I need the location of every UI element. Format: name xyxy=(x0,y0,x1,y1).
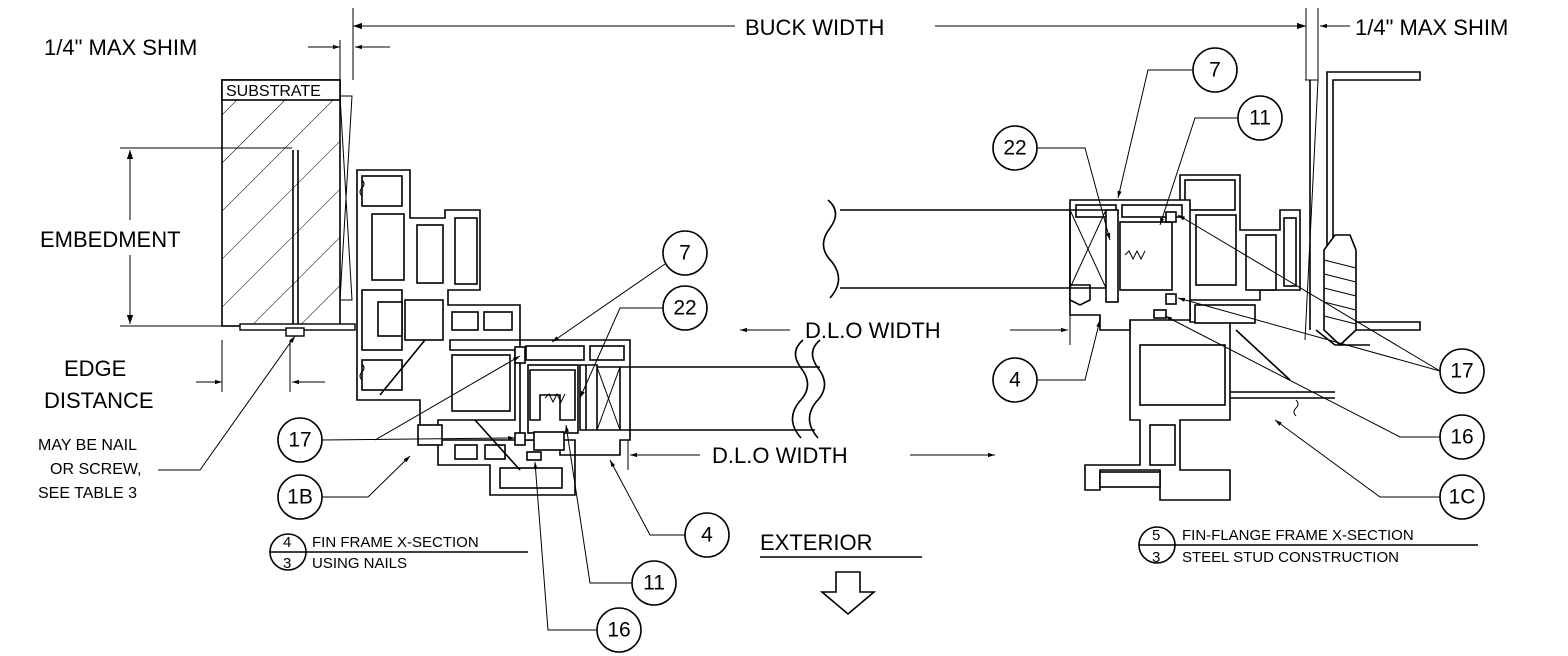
nail-note: MAY BE NAIL OR SCREW, SEE TABLE 3 xyxy=(38,335,296,502)
right-steel-stud xyxy=(1304,71,1421,347)
edge-label: EDGE xyxy=(64,356,126,381)
svg-text:7: 7 xyxy=(679,242,691,265)
svg-text:22: 22 xyxy=(673,297,696,320)
callout-4-left: 4 xyxy=(609,459,730,558)
callout-17-left: 17 xyxy=(277,355,521,463)
callout-1c-right: 1C xyxy=(1274,419,1485,520)
max-shim-left-dimension: 1/4" MAX SHIM xyxy=(44,35,390,90)
left-title-line2: USING NAILS xyxy=(312,555,407,572)
buck-width-label: BUCK WIDTH xyxy=(745,15,884,40)
edge-distance-dimension: EDGE DISTANCE xyxy=(44,340,325,413)
svg-text:17: 17 xyxy=(1450,360,1473,383)
left-frame-profile xyxy=(356,169,631,496)
callout-22-left: 22 xyxy=(579,285,708,399)
right-sheet-number: 3 xyxy=(1152,549,1160,566)
svg-text:11: 11 xyxy=(1249,107,1271,130)
right-glazing-unit xyxy=(822,199,1107,299)
buck-width-dimension: BUCK WIDTH xyxy=(352,8,1307,80)
max-shim-left-label: 1/4" MAX SHIM xyxy=(44,35,197,60)
exterior-label: EXTERIOR xyxy=(760,530,872,555)
dlo-upper-dimension: D.L.O WIDTH xyxy=(740,315,1071,345)
svg-text:1C: 1C xyxy=(1449,486,1476,509)
callout-17-right: 17 xyxy=(1177,214,1485,394)
max-shim-right-dimension: 1/4" MAX SHIM xyxy=(1280,8,1508,80)
right-detail-number: 5 xyxy=(1152,527,1160,544)
left-detail-number: 4 xyxy=(283,534,291,551)
svg-text:7: 7 xyxy=(1209,59,1221,82)
left-sheet-number: 3 xyxy=(283,555,291,572)
right-callouts: 7 22 11 4 17 16 1C xyxy=(992,47,1485,520)
svg-text:11: 11 xyxy=(643,572,665,595)
callout-11-right: 11 xyxy=(1159,95,1283,226)
callout-4-right: 4 xyxy=(992,319,1101,403)
svg-text:16: 16 xyxy=(607,619,630,642)
embedment-label: EMBEDMENT xyxy=(40,227,181,252)
svg-text:1B: 1B xyxy=(287,486,313,509)
left-section-title: 4 3 FIN FRAME X-SECTION USING NAILS xyxy=(269,533,528,572)
note-line-1: MAY BE NAIL xyxy=(38,437,137,454)
right-section-title: 5 3 FIN-FLANGE FRAME X-SECTION STEEL STU… xyxy=(1138,526,1478,566)
left-callouts: 7 22 17 1B 4 11 16 xyxy=(277,230,730,653)
callout-16-left: 16 xyxy=(533,461,642,653)
dlo-upper-label: D.L.O WIDTH xyxy=(805,318,941,343)
exterior-indicator: EXTERIOR xyxy=(760,530,922,616)
callout-22-right: 22 xyxy=(992,125,1111,241)
svg-text:17: 17 xyxy=(288,429,311,452)
embedment-dimension: EMBEDMENT xyxy=(40,147,292,327)
callout-7-right: 7 xyxy=(1117,47,1238,199)
left-glazing-unit xyxy=(596,339,826,439)
substrate-label: SUBSTRATE xyxy=(226,83,321,100)
svg-text:16: 16 xyxy=(1450,426,1473,449)
substrate-block: SUBSTRATE xyxy=(221,79,356,337)
right-frame-profile xyxy=(1069,174,1335,501)
dlo-lower-dimension: D.L.O WIDTH xyxy=(627,440,995,470)
callout-11-left: 11 xyxy=(564,424,677,606)
right-title-line1: FIN-FLANGE FRAME X-SECTION xyxy=(1182,527,1414,544)
callout-1b-left: 1B xyxy=(277,455,411,520)
left-title-line1: FIN FRAME X-SECTION xyxy=(312,534,479,551)
callout-7-left: 7 xyxy=(551,230,708,343)
svg-text:4: 4 xyxy=(701,524,713,547)
svg-text:22: 22 xyxy=(1003,137,1026,160)
callout-16-right: 16 xyxy=(1164,315,1485,460)
right-title-line2: STEEL STUD CONSTRUCTION xyxy=(1182,549,1399,566)
note-line-2: OR SCREW, xyxy=(50,461,142,478)
max-shim-right-label: 1/4" MAX SHIM xyxy=(1355,15,1508,40)
svg-text:4: 4 xyxy=(1009,369,1021,392)
dlo-lower-label: D.L.O WIDTH xyxy=(712,443,848,468)
note-line-3: SEE TABLE 3 xyxy=(38,485,137,502)
distance-label: DISTANCE xyxy=(44,388,154,413)
